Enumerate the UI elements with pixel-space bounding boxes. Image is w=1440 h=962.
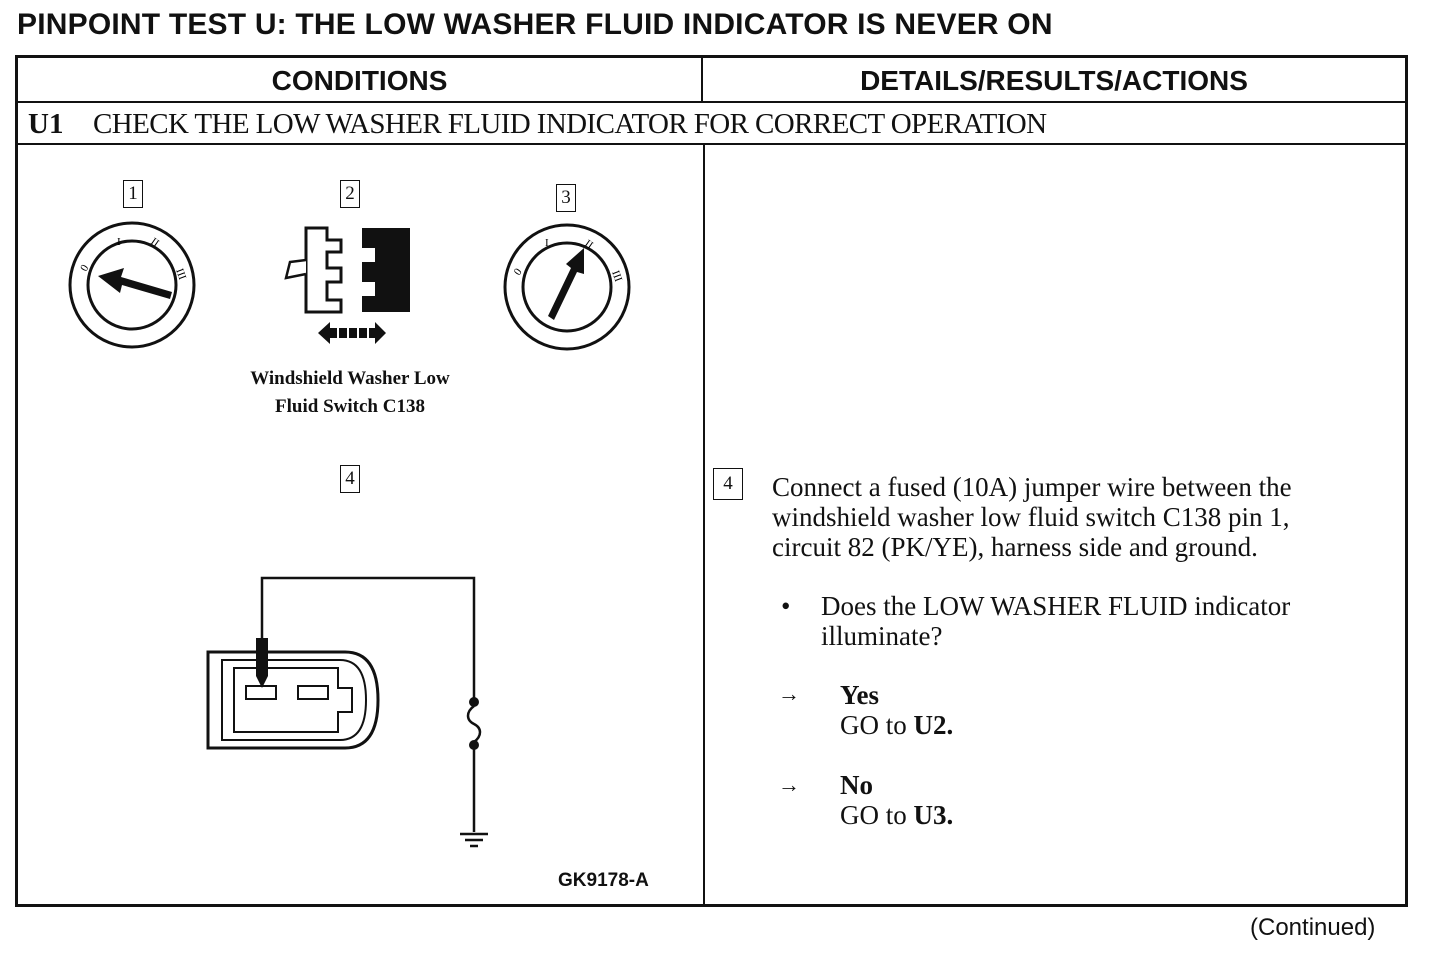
callout-4: 4 xyxy=(340,465,360,493)
dial-mark-0: 0 xyxy=(78,262,91,273)
continued-note: (Continued) xyxy=(1250,914,1376,941)
fuse-symbol xyxy=(466,705,482,743)
bullet: • xyxy=(781,591,791,621)
go-to-u2-link[interactable]: U2. xyxy=(913,710,954,740)
procedure-table: CONDITIONS DETAILS/RESULTS/ACTIONS U1 CH… xyxy=(15,55,1408,907)
result-no-label: No xyxy=(840,770,873,800)
page-title: PINPOINT TEST U: THE LOW WASHER FLUID IN… xyxy=(17,8,1053,41)
go-to-text: GO to xyxy=(840,800,907,830)
arrow-no-icon: → xyxy=(778,772,800,797)
column-divider xyxy=(703,145,705,904)
go-to-text: GO to xyxy=(840,710,907,740)
dial-mark-1: I xyxy=(545,237,549,249)
figure-id: GK9178-A xyxy=(558,870,649,891)
step-title: CHECK THE LOW WASHER FLUID INDICATOR FOR… xyxy=(93,108,1047,140)
callout-2: 2 xyxy=(340,180,360,208)
dial-mark-1: I xyxy=(117,236,121,248)
question-line-1: Does the LOW WASHER FLUID indicator xyxy=(821,591,1291,621)
switch-caption-line2: Fluid Switch C138 xyxy=(275,396,425,417)
illustration: 0 I II III 0 I II III xyxy=(68,221,631,848)
dial-mark-3: III xyxy=(173,267,188,282)
dial-mark-3: III xyxy=(609,269,624,284)
connector-c138 xyxy=(284,226,410,344)
go-to-u3-link[interactable]: U3. xyxy=(913,800,954,830)
step-row: U1 CHECK THE LOW WASHER FLUID INDICATOR … xyxy=(18,103,1405,145)
pin-1 xyxy=(245,685,277,700)
callout-1: 1 xyxy=(123,180,143,208)
result-no-action: GO to U3. xyxy=(840,800,953,830)
details-header: DETAILS/RESULTS/ACTIONS xyxy=(703,58,1405,103)
step-number-box: 4 xyxy=(713,468,743,500)
dial-pointer xyxy=(98,268,172,299)
instruction-line-2: windshield washer low fluid switch C138 … xyxy=(772,502,1290,532)
dial-mark-0: 0 xyxy=(512,266,525,278)
instruction-line-1: Connect a fused (10A) jumper wire betwee… xyxy=(772,472,1292,502)
pin-2 xyxy=(297,685,329,700)
callout-3: 3 xyxy=(556,184,576,212)
question-line-2: illuminate? xyxy=(821,621,943,651)
double-arrow xyxy=(318,322,386,344)
probe xyxy=(256,638,268,676)
conditions-header: CONDITIONS xyxy=(18,58,703,103)
instruction-line-3: circuit 82 (PK/YE), harness side and gro… xyxy=(772,532,1258,562)
ignition-dial-run: 0 I II III xyxy=(503,223,631,351)
result-yes-action: GO to U2. xyxy=(840,710,953,740)
switch-caption-line1: Windshield Washer Low xyxy=(250,368,450,389)
result-yes-label: Yes xyxy=(840,680,879,710)
arrow-yes-icon: → xyxy=(778,681,800,706)
ignition-dial-off: 0 I II III xyxy=(68,221,196,349)
jumper-wire-diagram xyxy=(206,576,488,848)
step-id: U1 xyxy=(28,108,64,140)
dial-pointer xyxy=(548,248,584,320)
